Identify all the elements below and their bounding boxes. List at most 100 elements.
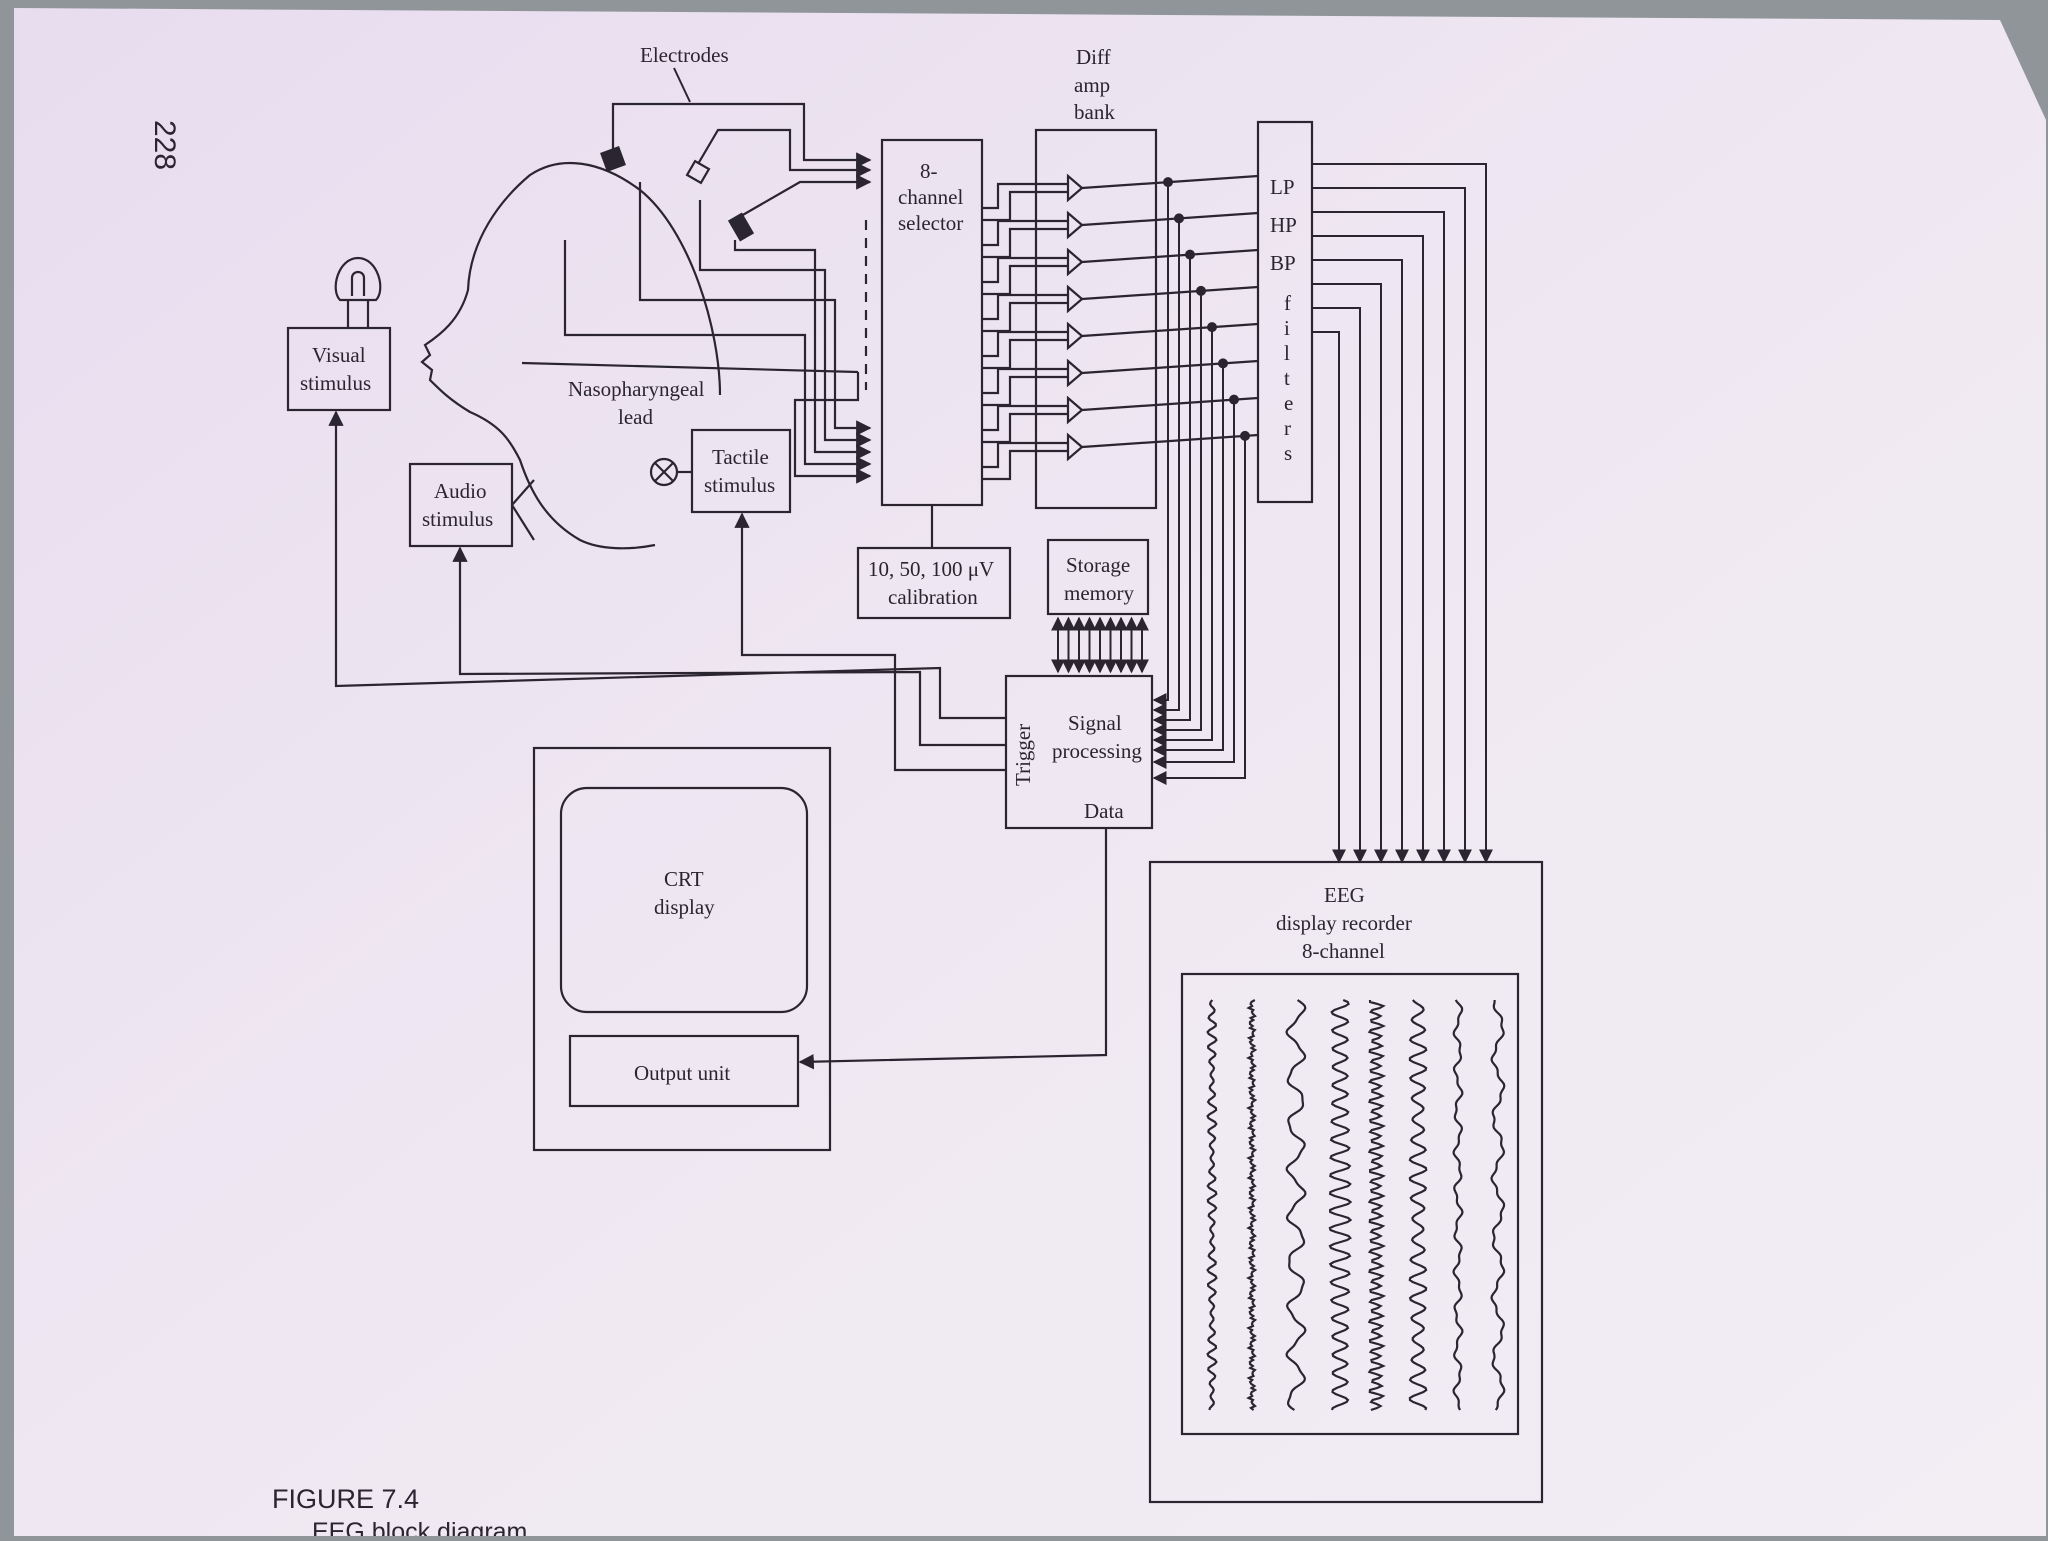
eeg-recorder-box	[1148, 860, 1544, 1504]
amp-output-wire	[1081, 285, 1259, 301]
tap-wire	[1152, 218, 1180, 717]
amplifier-triangle	[1066, 395, 1084, 425]
filter-output-wire	[1312, 187, 1472, 864]
figure-caption: EEG block diagram	[312, 1518, 527, 1536]
amp-input-wire	[982, 404, 1068, 432]
figure-label: FIGURE 7.4	[272, 1484, 419, 1514]
data-label: Data	[1084, 799, 1124, 823]
page-number: 228	[148, 120, 181, 170]
trigger-label: Trigger	[1011, 724, 1035, 786]
calibration-box	[856, 546, 1012, 620]
storage-label-2: memory	[1064, 581, 1134, 605]
tactile-label-2: stimulus	[704, 473, 775, 497]
naso-label-2: lead	[618, 405, 653, 429]
filter-letter: l	[1284, 341, 1290, 365]
visual-label-2: stimulus	[300, 371, 371, 395]
tap-wire	[1152, 399, 1235, 769]
tap-wire	[1152, 182, 1169, 707]
filter-output-wire	[1312, 283, 1388, 864]
audio-label-1: Audio	[434, 479, 487, 503]
output-unit-label: Output unit	[634, 1061, 730, 1085]
eeg-trace	[1328, 998, 1353, 1411]
amp-input-wire	[982, 190, 1068, 222]
tap-wire	[1152, 363, 1224, 757]
electrode-2	[685, 159, 711, 185]
amp-input-wire	[982, 301, 1068, 333]
lamp-icon	[334, 256, 382, 328]
amplifier-triangle	[1066, 321, 1084, 351]
amplifier-triangle	[1066, 432, 1084, 462]
tap-wire	[1152, 254, 1191, 727]
naso-label-1: Nasopharyngeal	[568, 377, 705, 401]
paper-sheet	[14, 8, 2046, 1536]
amp-input-wire	[982, 449, 1068, 481]
filter-output-wire	[1312, 235, 1430, 864]
tap-wire	[1152, 327, 1213, 747]
storage-memory-box	[1046, 538, 1150, 616]
amp-input-wire	[982, 412, 1068, 444]
selector-label-2: channel	[898, 185, 963, 209]
amplifier-triangle	[1066, 173, 1084, 203]
audio-label-2: stimulus	[422, 507, 493, 531]
amp-input-wire	[982, 219, 1068, 247]
tap-wire	[1152, 290, 1202, 737]
eeg-label-2: display recorder	[1276, 911, 1412, 935]
amp-input-wire	[982, 227, 1068, 259]
amp-output-wire	[1081, 359, 1259, 375]
visual-stimulus-box	[286, 326, 392, 412]
diff-amp-label-2: amp	[1074, 73, 1110, 97]
eeg-trace	[1285, 999, 1307, 1411]
amp-output-wire	[1081, 396, 1259, 412]
amp-output-wire	[1081, 433, 1259, 449]
naso-lead-wire	[521, 361, 859, 374]
filter-output-wire	[1312, 331, 1346, 864]
diff-amp-label-1: Diff	[1076, 45, 1111, 69]
electrode-1	[600, 146, 626, 172]
crt-label-2: display	[654, 895, 715, 919]
selector-label-3: selector	[898, 211, 963, 235]
filter-letter: f	[1284, 291, 1291, 315]
amplifier-triangle	[1066, 247, 1084, 277]
eeg-label-3: 8-channel	[1302, 939, 1385, 963]
filter-label-lp: LP	[1270, 175, 1295, 199]
amplifier-triangle	[1066, 210, 1084, 240]
signal-label-1: Signal	[1068, 711, 1122, 735]
diff-amp-label-3: bank	[1074, 100, 1115, 124]
filter-label-hp: HP	[1270, 213, 1297, 237]
speaker-icon	[511, 479, 535, 541]
eeg-trace	[1452, 999, 1464, 1411]
amp-input-wire	[982, 441, 1068, 469]
crt-label-1: CRT	[664, 867, 704, 891]
visual-label-1: Visual	[312, 343, 366, 367]
filter-box	[1256, 120, 1314, 504]
eeg-trace	[1246, 999, 1258, 1411]
crt-console-box	[532, 746, 832, 1152]
filter-letter: e	[1284, 391, 1293, 415]
filter-letter: r	[1284, 416, 1291, 440]
filter-letter: t	[1284, 366, 1290, 390]
filter-output-wire	[1312, 163, 1493, 864]
filter-letter: i	[1284, 316, 1290, 340]
electrode-3	[727, 212, 755, 242]
amp-output-wire	[1081, 322, 1259, 338]
filter-label-bp: BP	[1270, 251, 1296, 275]
amp-input-wire	[982, 338, 1068, 370]
signal-label-2: processing	[1052, 739, 1142, 763]
output-unit-box	[568, 1034, 800, 1108]
eeg-paper-chart	[1180, 972, 1520, 1436]
amp-input-wire	[982, 330, 1068, 358]
calibration-label-1: 10, 50, 100 μV	[868, 557, 994, 581]
amp-input-wire	[982, 293, 1068, 321]
calibration-label-2: calibration	[888, 585, 978, 609]
filter-letter: s	[1284, 441, 1292, 465]
amplifier-triangle	[1066, 358, 1084, 388]
filter-output-wire	[1312, 211, 1451, 864]
signal-processing-box	[1004, 674, 1154, 830]
crt-screen	[559, 786, 809, 1014]
amp-input-wire	[982, 256, 1068, 284]
storage-label-1: Storage	[1066, 553, 1130, 577]
amp-input-wire	[982, 264, 1068, 296]
electrodes-label: Electrodes	[640, 43, 729, 67]
